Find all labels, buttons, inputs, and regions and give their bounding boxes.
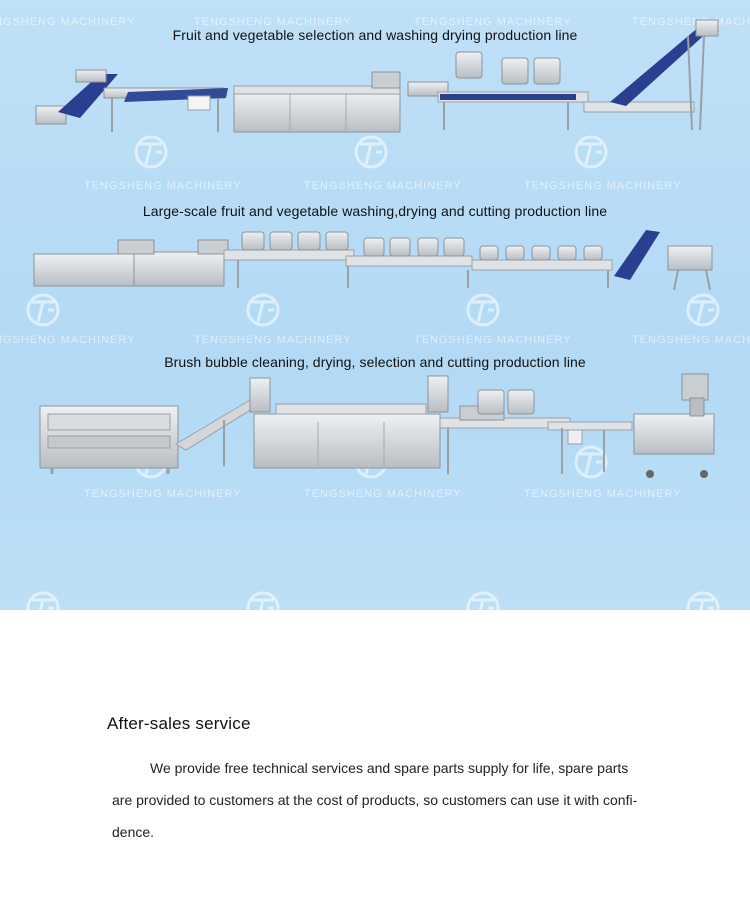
logo-watermark-icon — [26, 591, 60, 610]
line-1-machine-image — [35, 19, 719, 133]
watermark-text: TENGSHENG MACHINERY — [632, 16, 750, 28]
after-sales-heading: After-sales service — [107, 714, 251, 733]
logo-watermark-icon — [26, 293, 60, 327]
logo-watermark-icon — [246, 293, 280, 327]
after-sales-text: We provide free technical services and s… — [112, 760, 638, 840]
logo-watermark-icon — [246, 591, 280, 610]
line-1-title: Fruit and vegetable selection and washin… — [172, 27, 578, 43]
logo-watermark-icon — [686, 293, 720, 327]
line-3-title: Brush bubble cleaning, drying, selection… — [164, 354, 586, 370]
watermark-row: NGSHENG MACHINERY TENGSHENG MACHINERY TE… — [0, 16, 750, 36]
watermark-row: NGSHENG MACHINERY TENGSHENG MACHINERY TE… — [0, 334, 750, 354]
logo-watermark-icon — [686, 591, 720, 610]
watermark-text: TENGSHENG MACHINERY — [84, 488, 242, 500]
product-banner: NGSHENG MACHINERY TENGSHENG MACHINERY TE… — [0, 0, 750, 610]
watermark-text: TENGSHENG MACHINERY — [304, 488, 462, 500]
line-2-title: Large-scale fruit and vegetable washing,… — [142, 203, 608, 219]
watermark-row: TENGSHENG MACHINERY TENGSHENG MACHINERY … — [0, 488, 750, 508]
line-2-machine-image — [33, 230, 713, 291]
logo-watermark-icon — [466, 591, 500, 610]
line-3-machine-image — [39, 373, 715, 478]
watermark-text: TENGSHENG MACHINERY — [84, 180, 242, 192]
watermark-text: TENGSHENG MACHINERY — [304, 180, 462, 192]
watermark-text: NGSHENG MACHINERY — [0, 16, 136, 28]
logo-watermark-icon — [574, 445, 608, 479]
watermark-text: TENGSHENG MACHINERY — [524, 488, 682, 500]
watermark-text: TENGSHENG MACHINERY — [632, 334, 750, 346]
watermark-text: TENGSHENG MACHINERY — [414, 334, 572, 346]
watermark-text: NGSHENG MACHINERY — [0, 334, 136, 346]
watermark-text: TENGSHENG MACHINERY — [194, 16, 352, 28]
after-sales-paragraph: We provide free technical services and s… — [112, 752, 640, 848]
watermark-text: TENGSHENG MACHINERY — [194, 334, 352, 346]
watermark-text: TENGSHENG MACHINERY — [414, 16, 572, 28]
logo-watermark-icon — [466, 293, 500, 327]
logo-watermark-icon — [574, 135, 608, 169]
watermark-row: TENGSHENG MACHINERY TENGSHENG MACHINERY … — [0, 180, 750, 200]
logo-watermark-icon — [134, 135, 168, 169]
watermark-text: TENGSHENG MACHINERY — [524, 180, 682, 192]
logo-watermark-icon — [354, 135, 388, 169]
